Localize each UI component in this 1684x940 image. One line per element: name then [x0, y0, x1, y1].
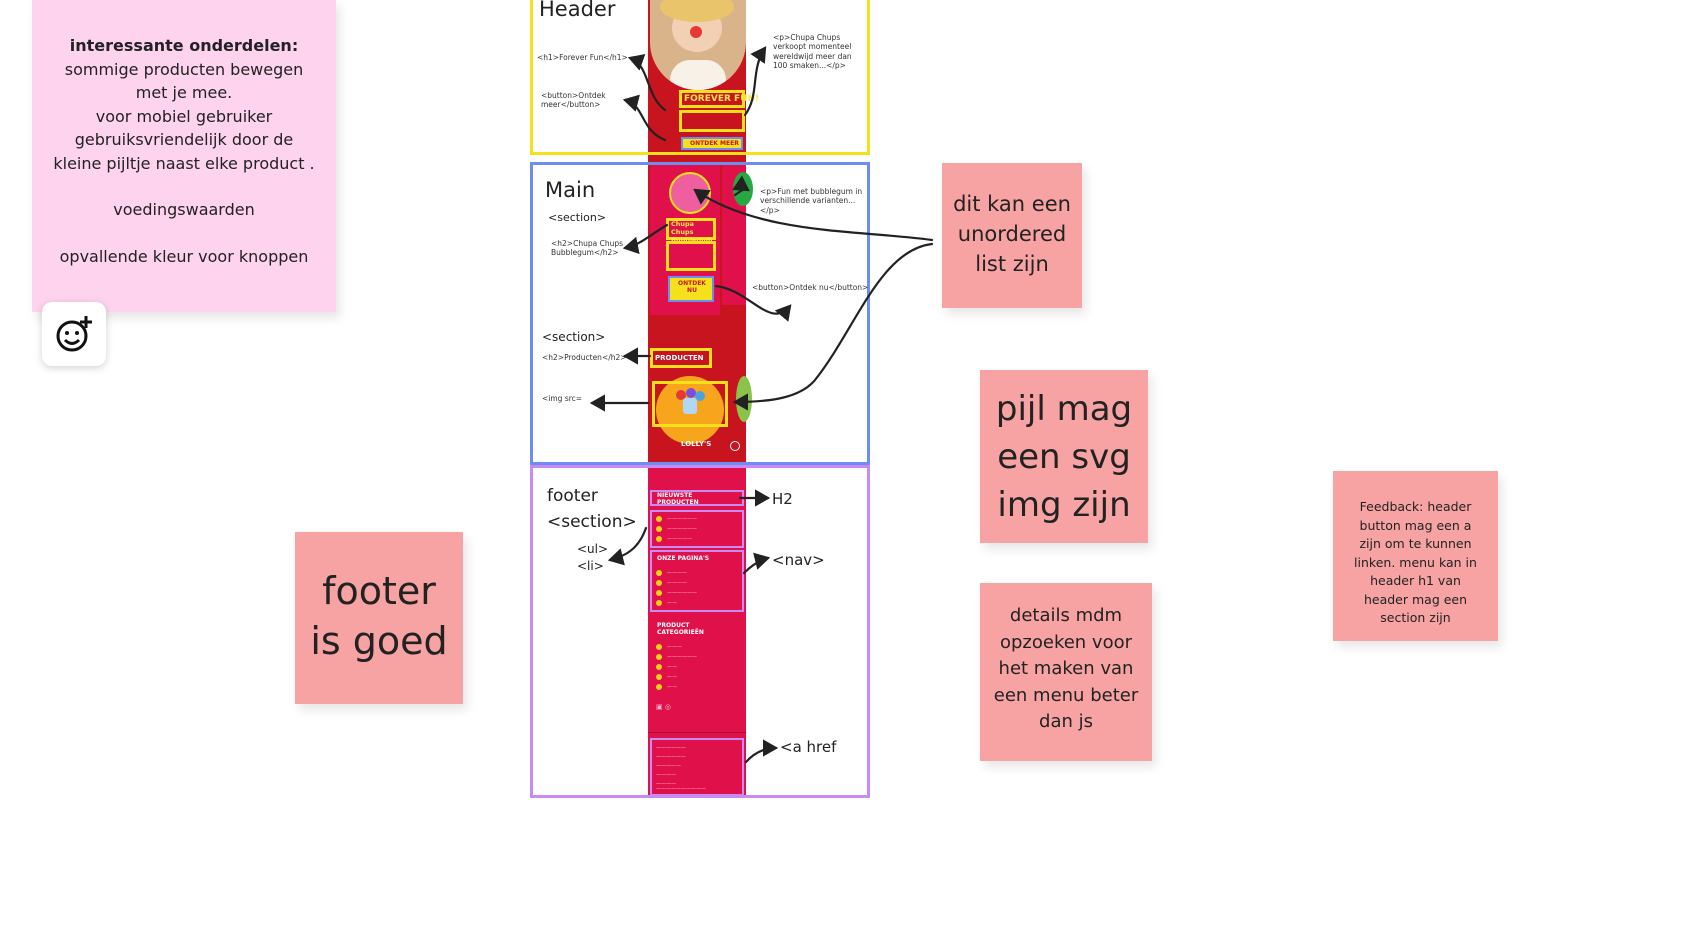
- note-text: footer is goed: [310, 569, 448, 663]
- phone-forever-fun: FOREVER FUN!: [684, 94, 760, 104]
- label-footer: footer: [547, 486, 598, 506]
- onze-paginas-box: [650, 550, 744, 612]
- label-p-fun: <p>Fun met bubblegum in verschillende va…: [760, 187, 863, 215]
- label-ul: <ul>: [577, 542, 609, 556]
- chupa-title-box: [666, 218, 716, 240]
- lolly-image-box: [652, 381, 728, 427]
- smiley-plus-icon: [56, 316, 92, 352]
- note-line: met je mee.: [135, 83, 233, 102]
- carousel-dot[interactable]: [730, 441, 740, 451]
- label-main-section: <section>: [548, 211, 607, 224]
- label-h2-producten: <h2>Producten</h2>: [542, 353, 627, 362]
- label-h1-forever: <h1>Forever Fun</h1>: [537, 53, 628, 62]
- note-line: sommige producten bewegen: [64, 59, 304, 79]
- note-line: opvallende kleur voor knoppen: [59, 246, 309, 266]
- note-line: voor mobiel gebruiker: [95, 106, 273, 126]
- add-reaction-button[interactable]: [42, 302, 106, 366]
- hero-title-box: [679, 90, 745, 108]
- note-line: kleine pijltje naast elke product .: [53, 153, 315, 173]
- label-img-src: <img src=: [542, 394, 583, 403]
- phone-product-categorieen: PRODUCT CATEGORIEËN: [657, 622, 704, 636]
- label-button-ontdek-meer: <button>Ontdek meer</button>: [541, 91, 606, 110]
- note-line: gebruiksvriendelijk door de: [74, 130, 294, 149]
- phone-producten: PRODUCTEN: [655, 354, 704, 362]
- phone-footer: [648, 465, 746, 798]
- header-frame: [530, 0, 870, 155]
- chupa-text-box: [666, 241, 716, 271]
- ontdek-meer-button[interactable]: [681, 137, 743, 150]
- label-button-ontdek-nu: <button>Ontdek nu</button>: [752, 283, 869, 292]
- sticky-note-footer-good[interactable]: footer is goed: [295, 532, 463, 704]
- phone-onze-paginas: ONZE PAGINA'S: [657, 555, 710, 562]
- phone-lollys: LOLLY'S: [681, 440, 712, 448]
- nieuwste-list-box: [650, 510, 744, 548]
- lolly-bouquet: [676, 388, 706, 416]
- label-a-href: <a href: [780, 738, 837, 756]
- sticky-note-unordered[interactable]: dit kan een unordered list zijn: [942, 163, 1082, 308]
- phone-chupa-title: Chupa Chups Bubblegum: [671, 220, 713, 244]
- label-h2-chupa: <h2>Chupa Chups Bubblegum</h2>: [551, 239, 623, 258]
- note-title: interessante onderdelen:: [69, 36, 299, 55]
- label-li: <li>: [577, 559, 604, 573]
- main-frame: [530, 162, 870, 465]
- note-text: Feedback: header button mag een a zijn o…: [1354, 499, 1477, 625]
- sticky-note-feedback[interactable]: Feedback: header button mag een a zijn o…: [1333, 471, 1498, 641]
- producten-heading-box: [650, 348, 712, 368]
- ontdek-nu-button[interactable]: [668, 276, 714, 302]
- note-text: pijl mag een svg img zijn: [995, 389, 1133, 525]
- label-footer-section: <section>: [547, 512, 637, 532]
- phone-hero-image: [650, 0, 746, 92]
- social-icons: ▣ ◎: [656, 703, 671, 711]
- label-section-2: <section>: [542, 330, 606, 344]
- label-header: Header: [539, 0, 616, 21]
- phone-ontdek-meer: ONTDEK MEER: [690, 140, 739, 147]
- phone-nieuwste: NIEUWSTE PRODUCTEN: [657, 492, 699, 506]
- label-h2: H2: [772, 490, 793, 508]
- footer-divider: [648, 732, 746, 733]
- note-line: voedingswaarden: [113, 200, 255, 219]
- note-text: details mdm opzoeken voor het maken van …: [993, 605, 1139, 732]
- phone-ontdek-nu: ONTDEK NU: [678, 280, 706, 294]
- label-p-chupa: <p>Chupa Chups verkoopt momenteel wereld…: [773, 33, 852, 71]
- sticky-note-interesting[interactable]: interessante onderdelen: sommige product…: [32, 0, 336, 312]
- footer-frame: [530, 465, 870, 798]
- hero-text-box: [679, 110, 745, 132]
- sticky-note-details[interactable]: details mdm opzoeken voor het maken van …: [980, 583, 1152, 761]
- note-text: dit kan een unordered list zijn: [953, 192, 1071, 276]
- label-main: Main: [545, 178, 596, 202]
- label-nav: <nav>: [772, 551, 825, 569]
- sticky-note-arrow-svg[interactable]: pijl mag een svg img zijn: [980, 370, 1148, 543]
